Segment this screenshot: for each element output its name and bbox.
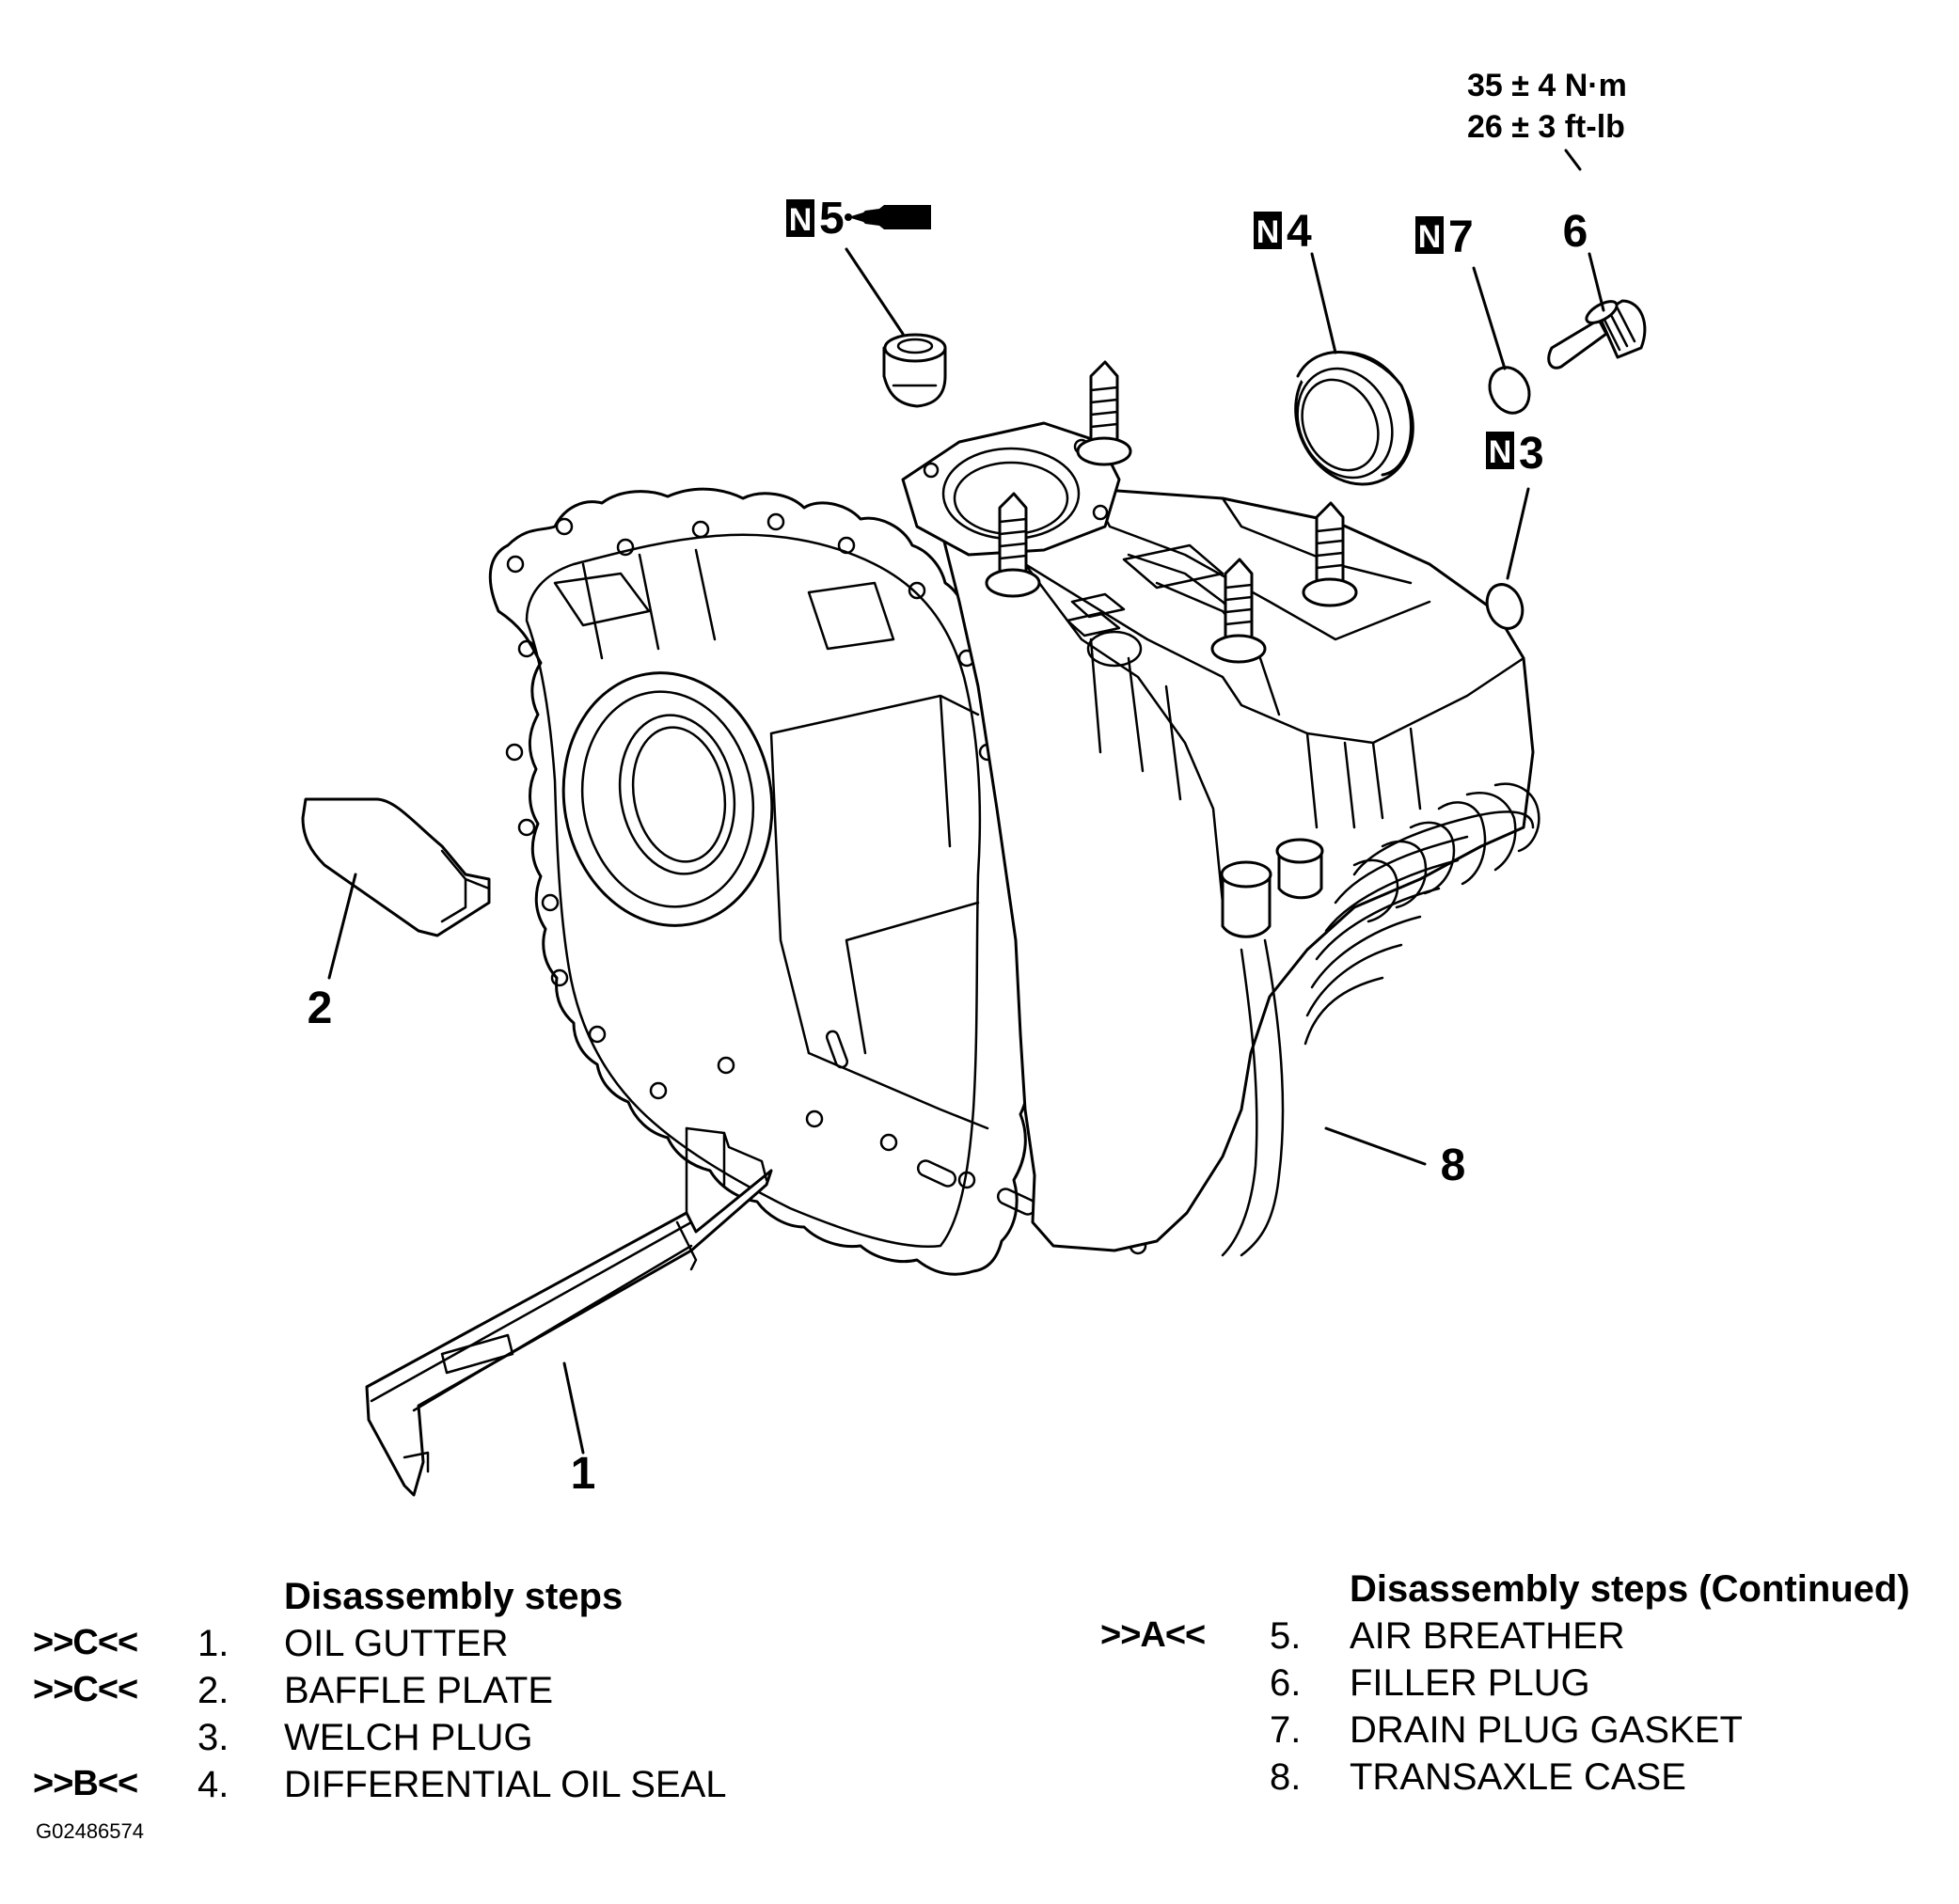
step-part-name: BAFFLE PLATE (284, 1670, 554, 1711)
new-part-mark-5 (786, 199, 814, 237)
step-ref: >>B<< (33, 1764, 138, 1803)
step-part-name: DIFFERENTIAL OIL SEAL (284, 1764, 727, 1805)
transaxle-case (488, 360, 1540, 1276)
differential-bore (561, 671, 774, 927)
svg-text:N: N (1418, 219, 1442, 255)
step-number: 5. (1270, 1615, 1302, 1657)
leader-lines (327, 149, 1605, 1455)
step-number: 8. (1270, 1756, 1302, 1798)
step-row-5: >>A<< 5. AIR BREATHER (1100, 1615, 1947, 1662)
step-number: 3. (197, 1717, 229, 1758)
cooling-fins (1303, 782, 1540, 1046)
step-part-name: OIL GUTTER (284, 1623, 509, 1664)
air-breather (882, 333, 947, 408)
disassembly-steps-left: Disassembly steps >>C<< 1. OIL GUTTER >>… (0, 0, 978, 1904)
step-number: 2. (197, 1670, 229, 1711)
svg-text:N: N (789, 202, 813, 238)
callout-5: 5 (819, 194, 845, 244)
step-part-name: FILLER PLUG (1350, 1662, 1590, 1704)
sealant-tube-icon (845, 205, 931, 229)
step-ref: >>C<< (33, 1670, 138, 1709)
filler-plug (1547, 299, 1647, 370)
steps-right-title: Disassembly steps (Continued) (1350, 1568, 1910, 1610)
svg-text:N: N (1256, 214, 1280, 250)
torque-spec-metric: 35 ± 4 N·m (1467, 68, 1627, 103)
step-number: 4. (197, 1764, 229, 1805)
figure-id: G02486574 (36, 1819, 144, 1843)
callout-4: 4 (1287, 207, 1312, 257)
case-studs (985, 360, 1358, 664)
callout-3: 3 (1519, 429, 1544, 479)
step-part-name: AIR BREATHER (1350, 1615, 1625, 1657)
step-row-7: 7. DRAIN PLUG GASKET (1100, 1709, 1947, 1756)
step-row-4: >>B<< 4. DIFFERENTIAL OIL SEAL (33, 1764, 973, 1811)
step-part-name: WELCH PLUG (284, 1717, 533, 1758)
disassembly-steps-right: Disassembly steps (Continued) >>A<< 5. A… (1091, 0, 1956, 1904)
callout-1: 1 (571, 1449, 596, 1499)
upper-mount-pad (901, 421, 1121, 557)
drain-plug-gasket (1488, 366, 1531, 415)
steps-left-title: Disassembly steps (284, 1576, 624, 1617)
callout-7: 7 (1448, 212, 1474, 262)
callout-2: 2 (308, 983, 333, 1033)
baffle-plate (301, 797, 491, 937)
step-number: 1. (197, 1623, 229, 1664)
step-part-name: TRANSAXLE CASE (1350, 1756, 1686, 1798)
step-row-6: 6. FILLER PLUG (1100, 1662, 1947, 1709)
step-row-1: >>C<< 1. OIL GUTTER (33, 1623, 973, 1670)
welch-plug (1485, 583, 1525, 630)
step-number: 6. (1270, 1662, 1302, 1704)
callout-8: 8 (1441, 1141, 1466, 1190)
step-row-2: >>C<< 2. BAFFLE PLATE (33, 1670, 973, 1717)
callout-6: 6 (1563, 207, 1588, 257)
new-part-mark-3 (1486, 432, 1514, 469)
step-ref: >>C<< (33, 1623, 138, 1662)
step-row-8: 8. TRANSAXLE CASE (1100, 1756, 1947, 1803)
step-part-name: DRAIN PLUG GASKET (1350, 1709, 1743, 1751)
step-ref: >>A<< (1100, 1615, 1206, 1655)
new-part-mark-4 (1254, 212, 1282, 249)
callout-labels: 1 2 N 3 N 4 N 5 6 N 7 8 35 ± 4 N·m 26 ± … (308, 68, 1627, 1499)
oil-gutter (365, 1126, 773, 1497)
step-number: 7. (1270, 1709, 1302, 1751)
new-part-mark-7 (1415, 216, 1444, 254)
torque-spec-imperial: 26 ± 3 ft-lb (1467, 109, 1625, 145)
step-row-3: 3. WELCH PLUG (33, 1717, 973, 1764)
svg-text:N: N (1489, 434, 1512, 470)
differential-oil-seal (1294, 351, 1414, 486)
